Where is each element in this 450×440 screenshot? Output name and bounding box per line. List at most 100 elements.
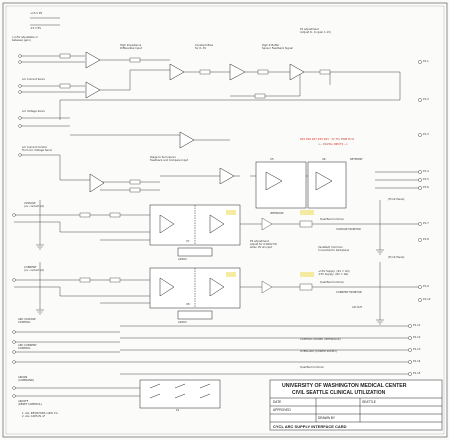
buffer-amp [261,280,273,294]
qualified-bottom-label: Qualified Common [300,366,325,369]
front-panel-label-1: (Front Panel) [388,198,405,201]
supply-note: (+15V adjustable or between gain) [12,36,39,42]
red-note-2: <-- DIGITAL INPUTS --> [318,143,349,146]
pin [408,336,412,340]
pin [418,186,422,190]
bias-label: Constant Bias for 0..3V [195,44,213,50]
opamp-u1b [85,81,101,99]
opamp-u2 [169,63,185,81]
ground-icon [376,319,384,325]
opamps-top [85,51,305,193]
pin-label: P1-3 [423,133,429,136]
title-org-line-2: CIVIL SEATTLE CLINICAL UTILIZATION [292,390,386,396]
output-resistor [299,283,313,291]
u7-output-amp [209,214,225,234]
u6-label: U6 [322,158,326,161]
pin [418,60,422,64]
servo-line [70,134,230,141]
pin-label: P1-13 [413,348,421,351]
pin-label: P1-12 [413,336,421,339]
ground-icon [376,249,384,255]
pin-label: P1-10 [423,298,431,301]
intercon-box-right [307,161,347,209]
isolation-amp-u8 [149,267,241,320]
pin [418,170,422,174]
diff-amp-label: High Impedance Differential Input [120,44,142,50]
u7-input-amp [159,214,175,234]
current-monitor-label: CURRENT MONITOR [336,291,362,294]
resistor [319,69,331,75]
voltage-monitor-label: VOLTAGE MONITOR [336,228,361,231]
pin [408,348,412,352]
resistor [79,277,91,283]
opamp-u3 [229,63,246,81]
input-pins [12,54,22,398]
pin [12,213,16,217]
qualified-common-1: Qualified Common [320,218,345,221]
voltage-in-label: VOLTAGE (vs. contact pt) [24,202,44,208]
opamp-u5 [265,171,283,191]
pin [408,372,412,376]
pin [418,222,422,226]
output-resistor [299,220,313,228]
pin [18,90,22,94]
supply-label-positive: +15 V PS [30,12,43,15]
pin-label: P1-2 [423,98,429,101]
u5-label: U5 [270,158,274,161]
title-drawing-name: CYCL ARC SUPPLY INTERFACE CARD [273,424,347,429]
relay-in-1-label: ARCON (COMMAND) [18,376,35,382]
reference-lines [100,239,150,304]
qualified-common-2: Qualified Common [320,281,345,284]
ground-icon [36,244,44,250]
pin [18,60,22,64]
u8-output-amp [209,277,225,297]
resistor [199,69,211,75]
highlight-mark [300,272,314,277]
arc-current-in [20,154,90,181]
front-panel-label-2: (Front Panel) [388,256,405,259]
pin [12,340,16,344]
pin-label: P1-14 [413,360,421,363]
pin-label: P1-11 [413,324,421,327]
arc-voltage-label: Arc Voltage Servo [22,110,46,113]
isolation-amp-u7 [149,204,241,257]
resistor [59,53,71,59]
resistor [109,277,121,283]
supply-specs: +15V Supply (R1 = 1Ω) -15V Supply (R2 = … [318,270,350,276]
sheet-inner-border [5,5,445,435]
pin [12,330,16,334]
title-block [269,379,443,431]
pin-label: P1-7 [423,222,429,225]
opamp-u1a [85,51,101,69]
title-row3-label: DRAWN BY [318,416,336,420]
input-lines [20,55,85,93]
pin [418,285,422,289]
relay-contacts [149,383,211,399]
resistor [109,212,121,218]
high-z-label: High Z Buffer Sensor Feedback Signal [262,44,293,50]
drawing-notes: 1. ALL RESISTORS 1/4W 1% 2. ALL CAPS IN … [22,412,58,418]
pin [18,124,22,128]
intercon-box-left [255,161,307,209]
pin [18,116,22,120]
pin [418,238,422,242]
stage-servo-label: Stage to Sum-Servo Feedback and Compare … [150,156,189,162]
resistors-top [59,53,331,193]
highlights [226,210,314,277]
resistor [79,212,91,218]
relay-k1 [139,379,221,409]
overload-label: OVERLOAD (POWER SUPPLY) [300,350,337,353]
opamp-u4 [289,63,305,81]
u7-label: U7 [186,240,190,243]
ad202-a-label: AD202 [178,258,187,261]
pin-label: P1-8 [423,238,429,241]
control-power-label: CONTROL POWER (INTERLOCK) [300,338,341,341]
pin [418,298,422,302]
right-bus-1 [375,171,420,189]
pin [418,178,422,182]
resistor [129,187,141,193]
loop-return [59,71,401,120]
pin [18,84,22,88]
p2-adjust-note: P2 adjustment Adjust for 0.000V DC when … [250,240,278,249]
opamp-u10 [89,173,105,193]
